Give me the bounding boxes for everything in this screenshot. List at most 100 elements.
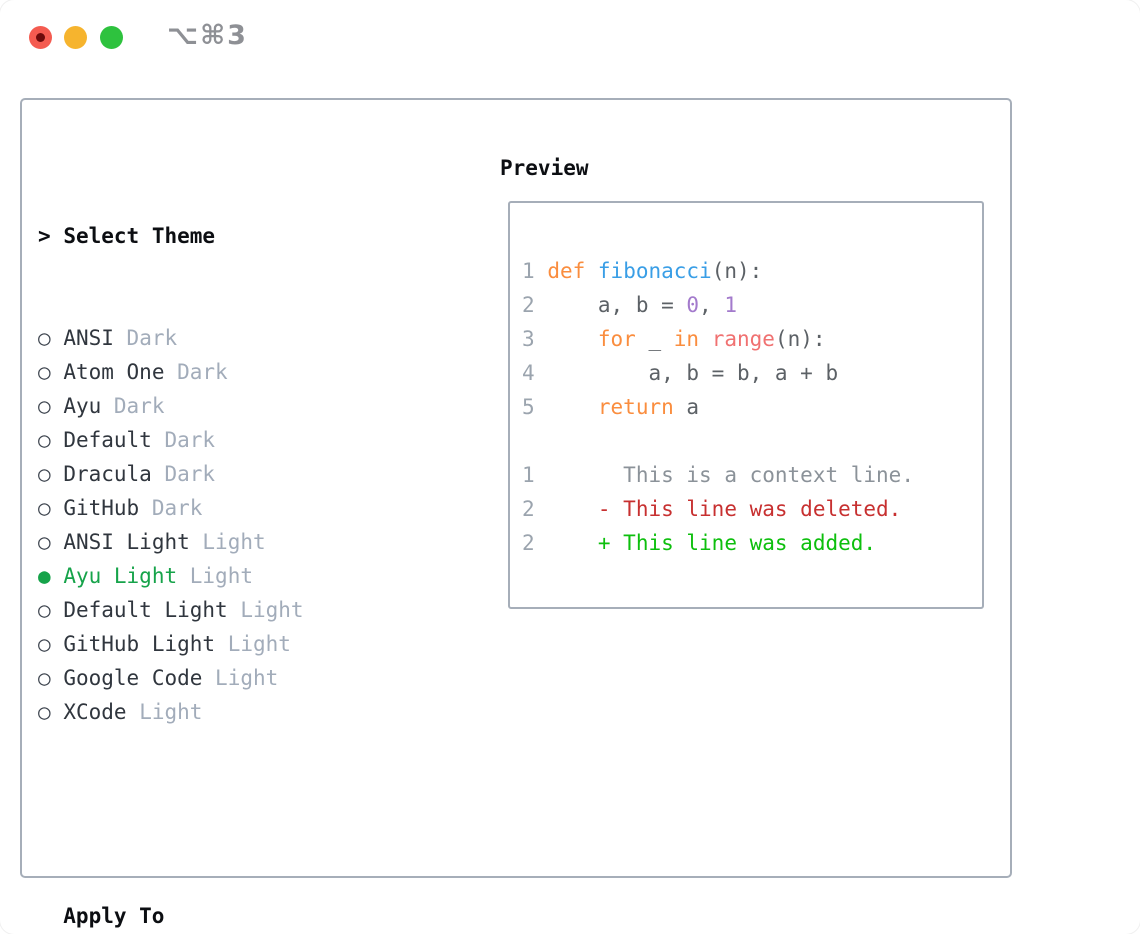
line-number: 1 <box>522 259 535 283</box>
radio-selected-icon: ● <box>38 564 51 588</box>
theme-option-dracula[interactable]: ○ Dracula Dark <box>38 457 468 491</box>
option-label: XCode <box>63 700 127 724</box>
token-fg: a, b = b, a + b <box>547 361 839 385</box>
option-label: GitHub Light <box>63 632 216 656</box>
line-number: 1 <box>522 463 535 487</box>
select-theme-header: > Select Theme <box>38 219 468 253</box>
radio-icon: ○ <box>38 700 51 724</box>
theme-option-github[interactable]: ○ GitHub Dark <box>38 491 468 525</box>
option-label: Default <box>63 428 152 452</box>
radio-icon: ○ <box>38 360 51 384</box>
option-label: ANSI <box>63 326 114 350</box>
radio-icon: ○ <box>38 394 51 418</box>
option-label: Atom One <box>63 360 165 384</box>
line-number: 2 <box>522 531 535 555</box>
token-keyword: in <box>673 327 700 351</box>
zoom-button[interactable] <box>100 26 123 49</box>
token-fg <box>699 327 712 351</box>
variant-label: Light <box>215 666 279 690</box>
spacer <box>38 797 468 831</box>
theme-option-github-light[interactable]: ○ GitHub Light Light <box>38 627 468 661</box>
code-line: 4 a, b = b, a + b <box>522 356 914 390</box>
option-label: Ayu Light <box>63 564 178 588</box>
window-title: ⌥⌘3 <box>167 20 248 51</box>
line-number: 4 <box>522 361 535 385</box>
radio-icon: ○ <box>38 496 51 520</box>
token-builtin: range <box>711 327 775 351</box>
token-fg: , <box>699 293 725 317</box>
token-fg: (n): <box>711 259 763 283</box>
theme-list: ○ ANSI Dark○ Atom One Dark○ Ayu Dark○ De… <box>38 321 468 729</box>
theme-option-ansi[interactable]: ○ ANSI Dark <box>38 321 468 355</box>
select-theme-header-label: Select Theme <box>63 224 216 248</box>
token-fg: a, b = <box>547 293 687 317</box>
apply-to-header: Apply To <box>63 904 165 928</box>
token-fg <box>547 327 598 351</box>
option-label: Default Light <box>63 598 228 622</box>
token-keyword: def <box>547 259 586 283</box>
theme-option-google-code[interactable]: ○ Google Code Light <box>38 661 468 695</box>
code-line: 5 return a <box>522 390 914 424</box>
theme-option-xcode[interactable]: ○ XCode Light <box>38 695 468 729</box>
variant-label: Light <box>240 598 304 622</box>
variant-label: Dark <box>126 326 178 350</box>
radio-icon: ○ <box>38 530 51 554</box>
theme-option-default[interactable]: ○ Default Dark <box>38 423 468 457</box>
line-number: 2 <box>522 497 535 521</box>
variant-label: Light <box>227 632 291 656</box>
theme-option-atom-one[interactable]: ○ Atom One Dark <box>38 355 468 389</box>
code-line: 3 for _ in range(n): <box>522 322 914 356</box>
token-fg: (n): <box>774 327 826 351</box>
option-label: Ayu <box>63 394 102 418</box>
radio-icon: ○ <box>38 428 51 452</box>
radio-icon: ○ <box>38 462 51 486</box>
code-line: 2 + This line was added. <box>522 526 914 560</box>
variant-label: Dark <box>177 360 228 384</box>
preview-header: Preview <box>500 156 589 180</box>
variant-label: Dark <box>164 428 216 452</box>
theme-option-ayu[interactable]: ○ Ayu Dark <box>38 389 468 423</box>
cursor-arrow-icon: > <box>38 224 51 248</box>
code-line: 2 - This line was deleted. <box>522 492 914 526</box>
token-fg: _ <box>635 327 674 351</box>
option-label: GitHub <box>63 496 140 520</box>
token-fg: a <box>673 395 700 419</box>
line-number: 3 <box>522 327 535 351</box>
token-keyword: return <box>597 395 674 419</box>
code-line <box>522 424 914 458</box>
token-added: + This line was added. <box>547 531 877 555</box>
variant-label: Light <box>202 530 266 554</box>
token-context: This is a context line. <box>547 463 914 487</box>
minimize-button[interactable] <box>64 26 87 49</box>
theme-option-ayu-light[interactable]: ● Ayu Light Light <box>38 559 468 593</box>
token-function: fibonacci <box>597 259 712 283</box>
theme-option-ansi-light[interactable]: ○ ANSI Light Light <box>38 525 468 559</box>
token-number: 0 <box>686 293 700 317</box>
variant-label: Light <box>189 564 253 588</box>
variant-label: Dark <box>113 394 165 418</box>
theme-settings-panel: > Select Theme ○ ANSI Dark○ Atom One Dar… <box>20 98 1012 928</box>
token-fg <box>585 259 598 283</box>
option-label: Dracula <box>63 462 152 486</box>
radio-icon: ○ <box>38 632 51 656</box>
line-number: 2 <box>522 293 535 317</box>
radio-icon: ○ <box>38 666 51 690</box>
theme-option-default-light[interactable]: ○ Default Light Light <box>38 593 468 627</box>
token-number: 1 <box>724 293 737 317</box>
variant-label: Dark <box>164 462 216 486</box>
titlebar: ⌥⌘3 <box>0 0 1140 76</box>
radio-icon: ○ <box>38 326 51 350</box>
option-label: ANSI Light <box>63 530 190 554</box>
variant-label: Light <box>139 700 203 724</box>
code-line: 2 a, b = 0, 1 <box>522 288 914 322</box>
line-number: 5 <box>522 395 535 419</box>
token-keyword: for <box>597 327 636 351</box>
option-label: Google Code <box>63 666 203 690</box>
token-fg <box>547 395 598 419</box>
variant-label: Dark <box>151 496 203 520</box>
close-button[interactable] <box>29 26 52 49</box>
token-deleted: - This line was deleted. <box>547 497 902 521</box>
